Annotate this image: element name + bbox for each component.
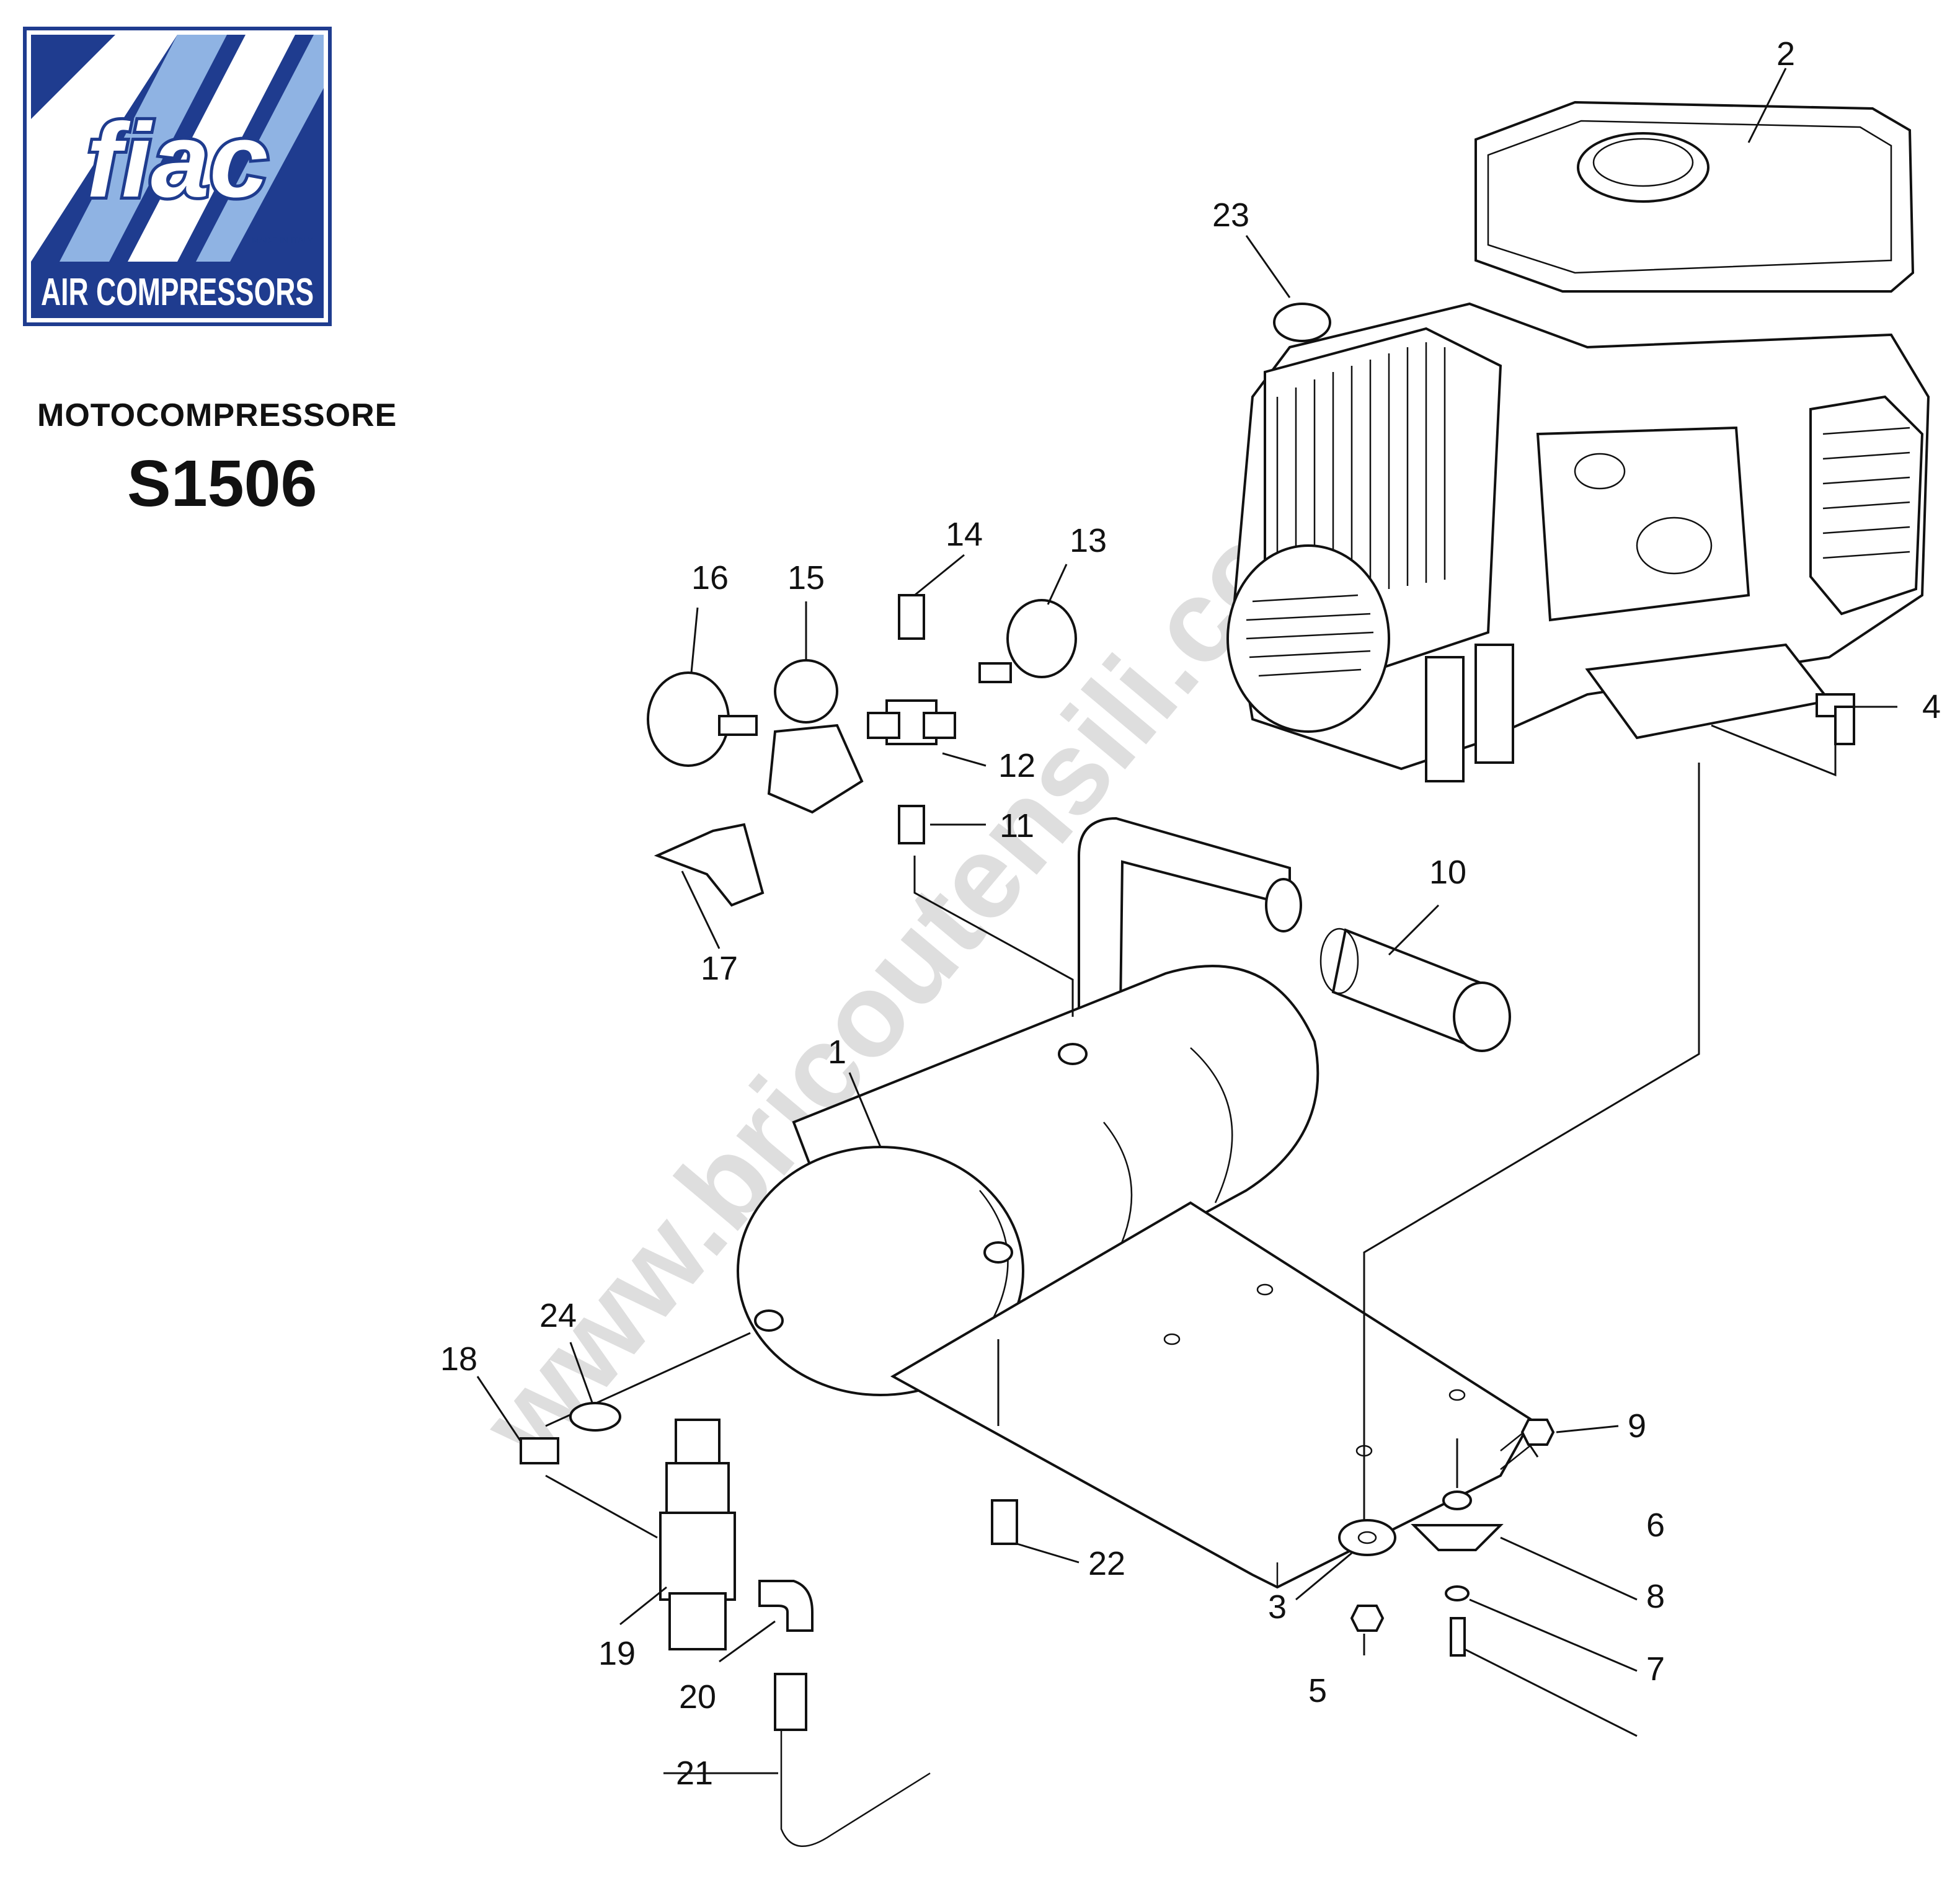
logo-made-in-text: MADE IN ITALY: [252, 235, 314, 245]
callout-2: 2: [1776, 35, 1795, 73]
fiac-logo: fiac MADE IN ITALY AIR COMPRESSORS: [23, 27, 332, 326]
callout-7: 7: [1646, 1650, 1665, 1688]
callout-8: 8: [1646, 1578, 1665, 1615]
callout-20: 20: [679, 1678, 716, 1716]
callout-9: 9: [1628, 1407, 1646, 1445]
callout-23: 23: [1212, 197, 1249, 234]
air-tank: [737, 965, 1319, 1396]
callout-18: 18: [440, 1340, 477, 1378]
logo-brand-text: fiac: [87, 102, 268, 219]
callout-21: 21: [676, 1755, 713, 1792]
callout-15: 15: [787, 559, 825, 596]
callout-4: 4: [1922, 688, 1941, 725]
logo-tagline: AIR COMPRESSORS: [41, 271, 314, 314]
callout-14: 14: [946, 516, 983, 553]
callout-19: 19: [598, 1635, 636, 1672]
callout-10: 10: [1429, 854, 1466, 891]
callout-12: 12: [998, 747, 1035, 784]
callout-5: 5: [1308, 1672, 1327, 1709]
model-title: S1506: [127, 447, 317, 520]
callout-1: 1: [828, 1034, 846, 1071]
callout-22: 22: [1088, 1545, 1125, 1582]
callout-16: 16: [691, 559, 729, 596]
diagram-subtitle: MOTOCOMPRESSORE: [37, 397, 397, 433]
callout-3: 3: [1268, 1588, 1287, 1626]
callout-24: 24: [539, 1297, 577, 1334]
callout-13: 13: [1070, 522, 1107, 559]
engine: [1226, 100, 1930, 782]
callout-11: 11: [1000, 807, 1034, 844]
callout-17: 17: [701, 950, 738, 987]
callout-6: 6: [1646, 1507, 1665, 1544]
